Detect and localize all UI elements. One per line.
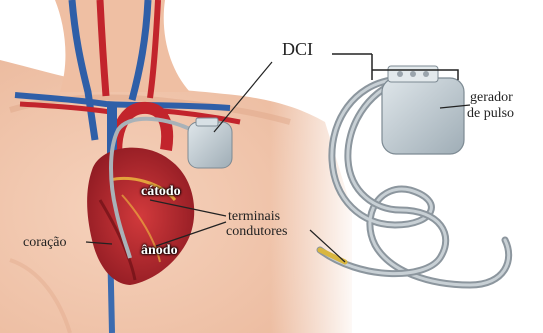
label-condutores: condutores [226,224,287,239]
label-terminais: terminais [228,209,280,224]
label-coracao: coração [23,235,67,250]
label-catodo: cátodo [141,184,181,199]
label-dci: DCI [282,42,313,57]
label-gerador: gerador [470,90,513,105]
label-anodo: ânodo [141,243,178,258]
pulse-generator [382,66,464,154]
implanted-icd [188,118,232,168]
label-de-pulso: de pulso [467,106,514,121]
